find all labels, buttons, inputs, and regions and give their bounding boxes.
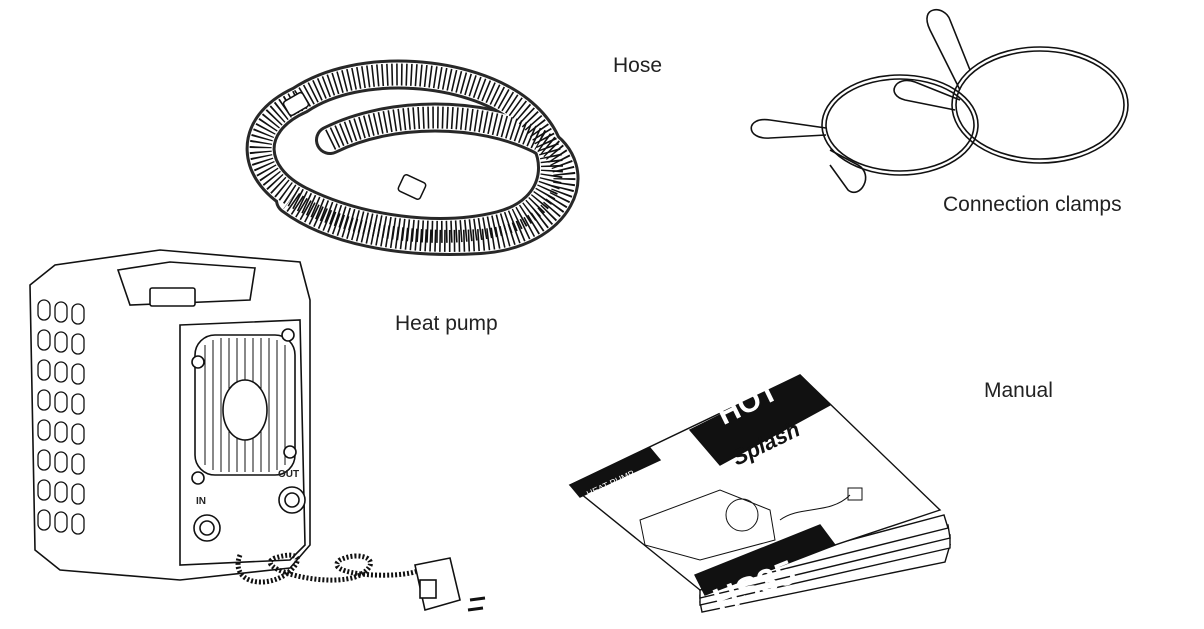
manual-label: Manual [984,379,1053,402]
connection-clamps-illustration [750,8,1129,193]
heat-pump-illustration [29,249,486,612]
connection-clamps-label: Connection clamps [943,193,1122,216]
hose-label: Hose [613,54,663,77]
manual-illustration [568,374,952,613]
heat-pump-in-label: IN [196,496,206,507]
heat-pump-label: Heat pump [395,312,498,335]
heat-pump-out-label: OUT [278,469,300,480]
hose-illustration [245,59,580,256]
